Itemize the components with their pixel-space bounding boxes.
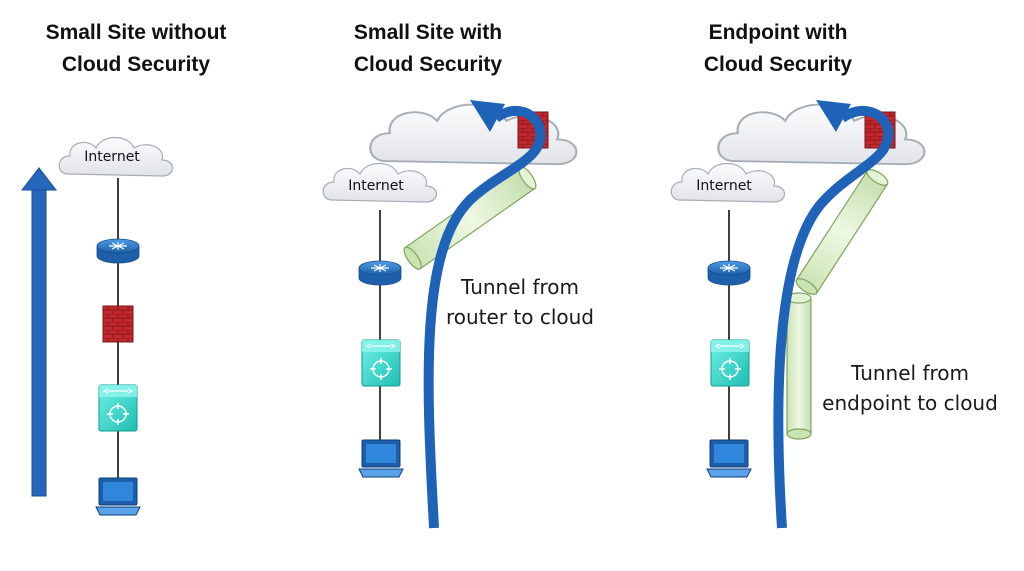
panel-2-caption-line2: router to cloud [445, 305, 595, 329]
panel-3-title-line1: Endpoint with [708, 21, 848, 44]
panel-2-title-line1: Small Site with [353, 21, 503, 44]
panel-3-title-line2: Cloud Security [703, 53, 853, 76]
router-icon [358, 260, 402, 286]
panel-3-caption-line1: Tunnel from [851, 361, 969, 385]
internet-cloud-icon: Internet [322, 162, 438, 203]
upward-flow-arrow-icon [20, 167, 58, 497]
switch-icon [361, 339, 401, 387]
laptop-icon [706, 439, 752, 478]
internet-cloud-icon: Internet [670, 162, 786, 203]
panel-1-title-line1: Small Site without [45, 21, 227, 44]
panel-2-caption: Tunnel from router to cloud [440, 272, 600, 332]
panel-3-caption-line2: endpoint to cloud [822, 391, 998, 415]
panel-1-diagram: Internet [20, 136, 174, 516]
panel-2-title-line2: Cloud Security [353, 53, 503, 76]
panel-1-title: Small Site without Cloud Security [0, 17, 286, 81]
panel-2-title: Small Site with Cloud Security [278, 17, 578, 81]
switch-icon [710, 339, 750, 387]
firewall-icon [102, 305, 134, 343]
internet-label: Internet [348, 178, 404, 194]
panel-3-diagram: Internet [670, 100, 926, 529]
tunnel-tube-lower-icon [786, 292, 812, 440]
panel-2-caption-line1: Tunnel from [461, 275, 579, 299]
switch-icon [98, 384, 138, 432]
internet-label: Internet [696, 178, 752, 194]
laptop-icon [358, 439, 404, 478]
panel-2-diagram: Internet [322, 100, 578, 529]
tunnel-tube-upper-icon [795, 169, 889, 295]
internet-label: Internet [84, 149, 140, 165]
traffic-flow-arrow-icon [423, 100, 546, 529]
router-icon [96, 238, 140, 264]
panel-3-title: Endpoint with Cloud Security [628, 17, 928, 81]
panel-3-caption: Tunnel from endpoint to cloud [815, 358, 1005, 418]
internet-cloud-icon: Internet [58, 136, 174, 177]
panel-1-title-line2: Cloud Security [61, 53, 211, 76]
laptop-icon [95, 477, 141, 516]
traffic-flow-arrow-icon [773, 100, 894, 529]
router-icon [707, 260, 751, 286]
